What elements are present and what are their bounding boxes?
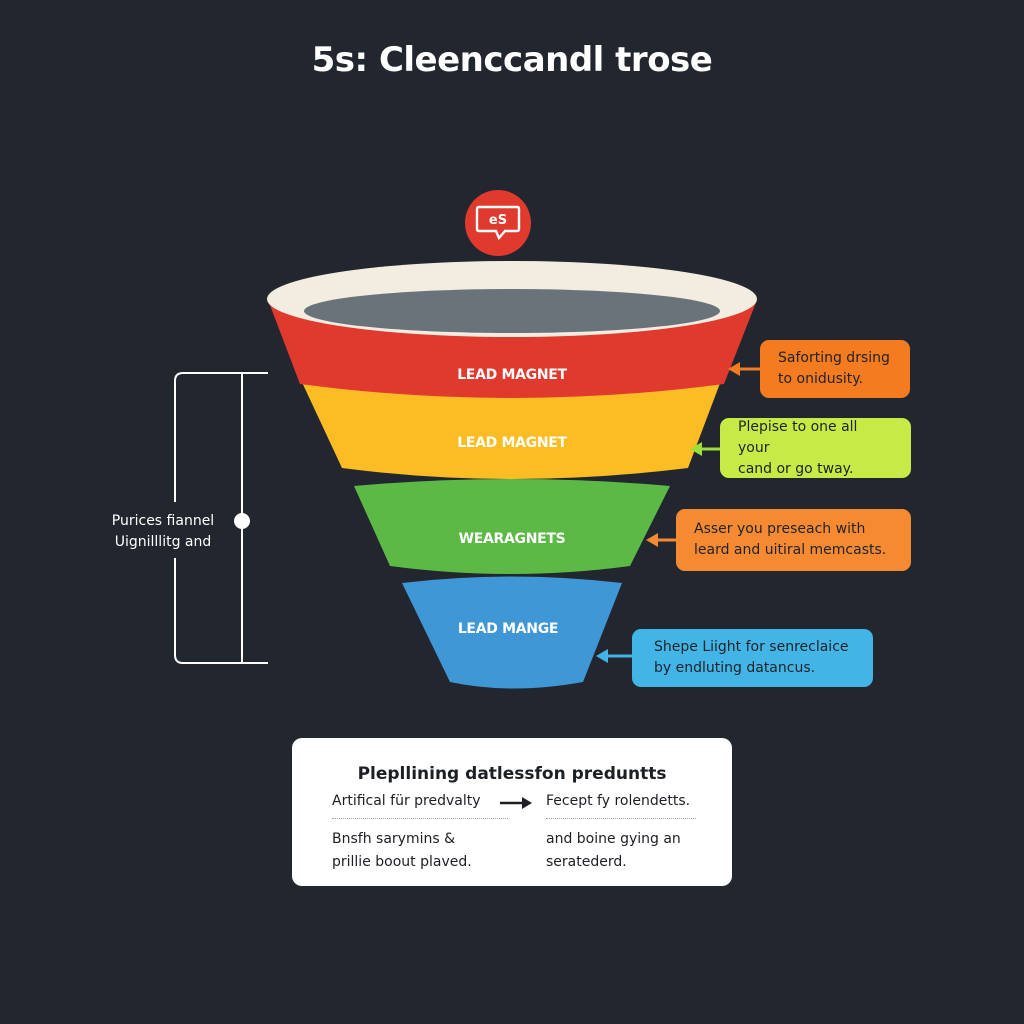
callout-2: Plepise to one all your cand or go tway. bbox=[720, 418, 911, 478]
card-right-row-2-line-1: and boine gying an bbox=[546, 831, 681, 847]
callout-4-line-1: Shepe Liight for senreclaice bbox=[654, 639, 849, 655]
bracket-label-line-1: Purices fiannel bbox=[111, 513, 215, 529]
card-title: Plepllining datlessfon preduntts bbox=[357, 764, 667, 784]
funnel-stage-2-label: LEAD MAGNET bbox=[457, 435, 567, 451]
funnel-stage-3[interactable] bbox=[354, 479, 670, 574]
card-left-divider bbox=[332, 818, 508, 819]
callout-2-line-2: cand or go tway. bbox=[738, 460, 854, 477]
arrow-head-1 bbox=[728, 362, 740, 376]
funnel-opening bbox=[304, 289, 720, 333]
bracket-node-icon bbox=[234, 513, 250, 529]
card-right-row-2: and boine gying an seratederd. bbox=[546, 828, 681, 874]
card-left-row-2-line-1: Bnsfh sarymins & bbox=[332, 831, 455, 847]
callout-4: Shepe Liight for senreclaice by endlutin… bbox=[632, 629, 873, 687]
funnel-stage-2[interactable] bbox=[300, 378, 722, 479]
card-left-row-2: Bnsfh sarymins & prillie boout plaved. bbox=[332, 828, 472, 874]
callout-1-line-2: to onidusity. bbox=[778, 371, 864, 387]
arrow-head-4 bbox=[596, 649, 608, 663]
card-left-row-1: Artifical für predvalty bbox=[332, 793, 481, 809]
callout-4-line-2: by endluting datancus. bbox=[654, 660, 816, 676]
callout-arrows bbox=[596, 362, 760, 663]
card-right-divider bbox=[546, 818, 696, 819]
funnel-badge: eS bbox=[465, 190, 531, 256]
bracket-label: Purices fiannel Uignilllitg and bbox=[98, 511, 228, 553]
right-arrow-icon bbox=[500, 797, 532, 809]
chat-bubble-icon: eS bbox=[475, 205, 521, 241]
card-left-row-2-line-2: prillie boout plaved. bbox=[332, 854, 472, 870]
card-right-row-2-line-2: seratederd. bbox=[546, 854, 627, 870]
funnel-stage-4[interactable] bbox=[402, 576, 622, 689]
bracket-top-line bbox=[174, 372, 268, 502]
bracket-label-line-2: Uignilllitg and bbox=[114, 534, 212, 550]
arrow-head-3 bbox=[646, 533, 658, 547]
callout-3-line-2: leard and uitiral memcasts. bbox=[694, 542, 887, 558]
bracket-bottom-line bbox=[174, 558, 268, 664]
card-right-row-1: Fecept fy rolendetts. bbox=[546, 793, 691, 809]
page-title: 5s: Cleenccandl trose bbox=[311, 40, 713, 80]
funnel-stage-4-label: LEAD MANGE bbox=[457, 621, 559, 637]
callout-3-line-1: Asser you preseach with bbox=[694, 521, 866, 537]
summary-card: Plepllining datlessfon preduntts Artific… bbox=[292, 738, 732, 886]
callout-2-line-1: Plepise to one all your bbox=[738, 418, 858, 456]
callout-1-line-1: Saforting drsing bbox=[778, 350, 890, 366]
callout-3: Asser you preseach with leard and uitira… bbox=[676, 509, 911, 571]
badge-text: eS bbox=[489, 213, 507, 228]
callout-1: Saforting drsing to onidusity. bbox=[760, 340, 910, 398]
arrow-head-2 bbox=[690, 442, 702, 456]
funnel-stage-3-label: WEARAGNETS bbox=[458, 531, 566, 547]
funnel-stage-1-label: LEAD MAGNET bbox=[457, 367, 567, 383]
